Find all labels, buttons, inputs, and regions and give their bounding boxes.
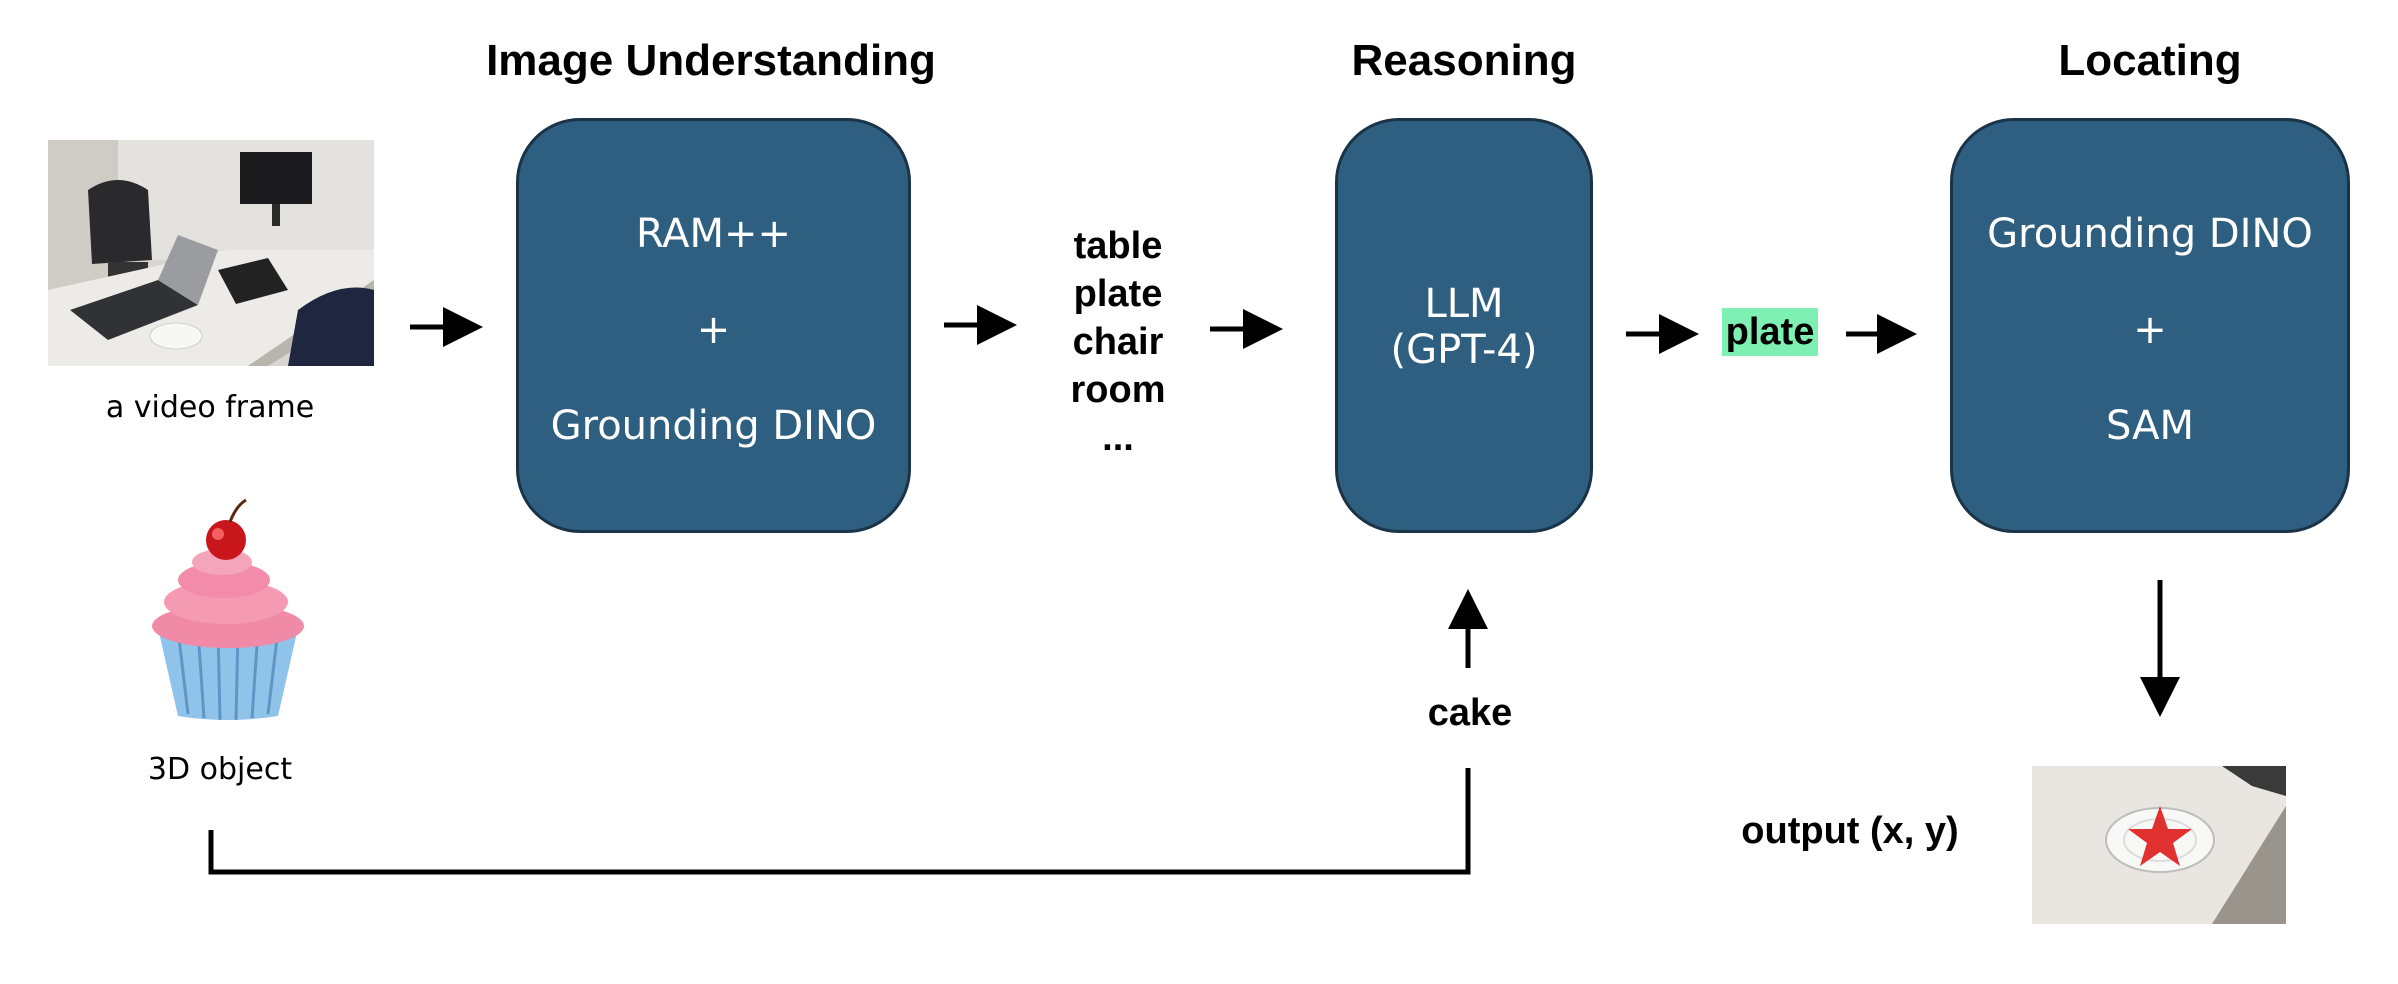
plus-label: + [696, 307, 731, 353]
title-locating: Locating [2058, 36, 2242, 85]
ram-plus-label: RAM++ [635, 211, 792, 257]
detected-tags-list: table plate chair room ... [1018, 222, 1218, 462]
output-image [2032, 766, 2286, 924]
object-caption: 3D object [147, 752, 293, 787]
locating-box: Grounding DINO + SAM [1950, 118, 2350, 533]
selected-object-label: plate [1722, 308, 1818, 356]
tag-item: plate [1073, 273, 1163, 315]
output-label: output (x, y) [1741, 810, 1959, 852]
grounding-dino-label: Grounding DINO [550, 403, 877, 449]
tag-item: ... [1102, 417, 1134, 459]
tag-item: table [1073, 225, 1163, 267]
reasoning-box: LLM (GPT-4) [1335, 118, 1593, 533]
title-reasoning: Reasoning [1351, 36, 1577, 85]
grounding-dino-label: Grounding DINO [1987, 211, 2313, 257]
title-image-understanding: Image Understanding [486, 36, 936, 85]
llm-label: LLM [1424, 281, 1504, 327]
tag-item: room [1070, 369, 1166, 411]
query-object-label: cake [1427, 692, 1513, 734]
sam-label: SAM [2105, 403, 2194, 449]
cupcake-object-image [148, 498, 308, 724]
object-to-cake-connector [208, 768, 1471, 875]
plus-label: + [2133, 307, 2167, 353]
video-frame-caption: a video frame [105, 390, 315, 425]
image-understanding-box: RAM++ + Grounding DINO [516, 118, 911, 533]
gpt4-label: (GPT-4) [1390, 327, 1538, 373]
target-star-icon [2128, 806, 2192, 866]
video-frame-image [48, 140, 374, 366]
tag-item: chair [1072, 321, 1164, 363]
